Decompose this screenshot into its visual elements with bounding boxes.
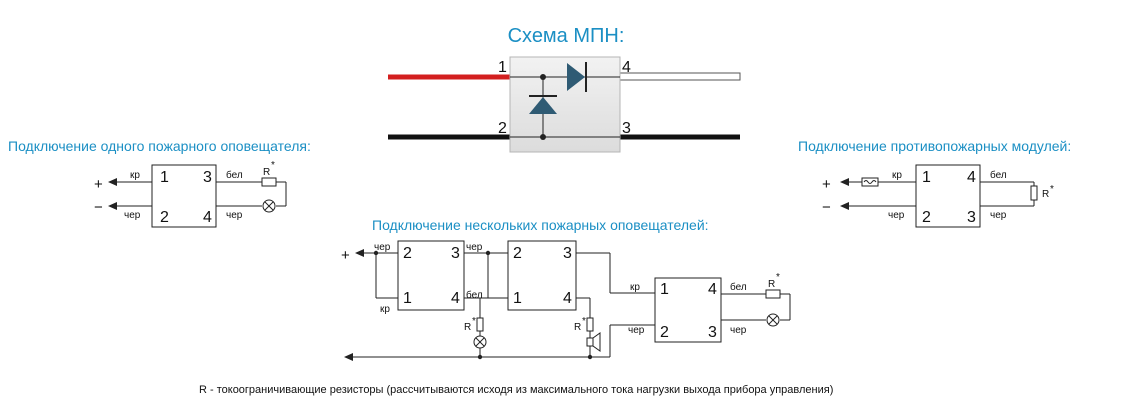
footnote: R - токоограничивающие резисторы (рассчи… xyxy=(199,384,833,396)
single-resistor-label: R xyxy=(263,167,270,178)
multi-wire-bel-c: бел xyxy=(730,281,747,293)
single-wire-cher-right: чер xyxy=(226,210,243,221)
svg-text:*: * xyxy=(271,160,275,171)
multi-wire-cher-a-right: чер xyxy=(466,242,483,253)
multi-resistor-2-label: R xyxy=(574,322,581,333)
modules-wire-kr: кр xyxy=(892,170,902,181)
multi-unit-a-pin-3: 3 xyxy=(451,245,460,262)
modules-arrow-minus-icon xyxy=(840,202,849,210)
single-pin-3: 3 xyxy=(203,169,212,186)
multi-unit-b-box xyxy=(507,240,577,311)
multi-unit-b-pin-1: 1 xyxy=(513,290,522,307)
multi-wire-cher-c: чер xyxy=(628,325,645,336)
multi-unit-c-pin-1: 1 xyxy=(660,281,669,298)
multi-unit-a-box xyxy=(397,240,465,311)
mpn-pin-1: 1 xyxy=(498,59,507,76)
modules-wire-cher-left: чер xyxy=(888,210,905,221)
multi-unit-a-pin-1: 1 xyxy=(403,290,412,307)
modules-heading: Подключение противопожарных модулей: xyxy=(798,138,1071,154)
diode-shunt-icon xyxy=(529,95,557,114)
single-pin-2: 2 xyxy=(160,209,169,226)
multi-unit-b-pin-2: 2 xyxy=(513,245,522,262)
single-pin-1: 1 xyxy=(160,169,169,186)
single-sounder-scheme: Подключение одного пожарного оповещателя… xyxy=(8,138,311,228)
multi-unit-b-pin-4: 4 xyxy=(563,290,572,307)
multi-arrow-minus-icon xyxy=(344,353,353,361)
multi-wire-cher-c-right: чер xyxy=(730,325,747,336)
single-wire-bel: бел xyxy=(226,169,243,181)
multi-resistor-1-icon xyxy=(476,317,484,332)
single-heading: Подключение одного пожарного оповещателя… xyxy=(8,138,311,154)
modules-pin-2: 2 xyxy=(922,209,931,226)
single-wire-cher-left: чер xyxy=(124,210,141,221)
modules-resistor-icon xyxy=(1030,185,1038,201)
modules-scheme: Подключение противопожарных модулей: 1 2… xyxy=(798,138,1071,228)
single-arrow-minus-icon xyxy=(108,202,117,210)
single-resistor-icon xyxy=(261,177,277,187)
single-lamp-icon xyxy=(262,199,276,213)
modules-pin-3: 3 xyxy=(967,209,976,226)
svg-text:*: * xyxy=(582,316,586,327)
modules-minus: − xyxy=(822,199,831,216)
single-device-box xyxy=(151,164,217,228)
modules-wire-cher-right: чер xyxy=(990,210,1007,221)
multi-resistor-3-label: R xyxy=(768,279,775,290)
modules-wire-bel: бел xyxy=(990,169,1007,181)
svg-text:*: * xyxy=(472,316,476,327)
multi-unit-c-pin-3: 3 xyxy=(708,324,717,341)
multi-sounder-scheme: Подключение нескольких пожарных оповещат… xyxy=(341,217,791,361)
diode-series-icon xyxy=(567,62,587,92)
mpn-white-wire xyxy=(619,72,741,81)
modules-arrow-plus-icon xyxy=(840,178,849,186)
multi-resistor-3-icon xyxy=(765,289,781,299)
single-arrow-plus-icon xyxy=(108,178,117,186)
multi-unit-a-pin-4: 4 xyxy=(451,290,460,307)
mpn-pin-2: 2 xyxy=(498,120,507,137)
modules-resistor-label: R xyxy=(1042,189,1049,200)
multi-wire-cher-a-left: чер xyxy=(374,242,391,253)
mpn-box xyxy=(509,56,621,153)
multi-plus: + xyxy=(341,247,350,264)
multi-resistor-1-label: R xyxy=(464,322,471,333)
multi-wire-kr-c: кр xyxy=(630,282,640,293)
modules-pin-1: 1 xyxy=(922,169,931,186)
mpn-pin-4: 4 xyxy=(622,59,631,76)
single-minus: − xyxy=(94,199,103,216)
single-pin-4: 4 xyxy=(203,209,212,226)
multi-resistor-2-icon xyxy=(586,317,594,332)
modules-plus: + xyxy=(822,176,831,193)
multi-speaker-icon xyxy=(586,332,601,352)
multi-unit-a-pin-2: 2 xyxy=(403,245,412,262)
mpn-title: Схема МПН: xyxy=(508,25,625,47)
modules-device-box xyxy=(915,164,981,228)
multi-lamp-1-icon xyxy=(473,335,487,349)
single-wire-kr: кр xyxy=(130,170,140,181)
multi-unit-b-pin-3: 3 xyxy=(563,245,572,262)
mpn-pin-3: 3 xyxy=(622,120,631,137)
multi-wire-kr-a-left: кр xyxy=(380,304,390,315)
multi-arrow-plus-icon xyxy=(355,249,364,257)
multi-lamp-2-icon xyxy=(766,313,780,327)
mpn-scheme: Схема МПН: 1 2 3 4 xyxy=(388,25,741,153)
modules-pin-4: 4 xyxy=(967,169,976,186)
multi-unit-c-pin-2: 2 xyxy=(660,324,669,341)
multi-unit-c-box xyxy=(654,277,722,343)
multi-wire-bel-a-right: бел xyxy=(466,289,483,301)
svg-text:*: * xyxy=(1050,184,1054,195)
svg-text:*: * xyxy=(776,272,780,283)
multi-heading: Подключение нескольких пожарных оповещат… xyxy=(372,217,709,233)
multi-unit-c-pin-4: 4 xyxy=(708,281,717,298)
single-plus: + xyxy=(94,176,103,193)
